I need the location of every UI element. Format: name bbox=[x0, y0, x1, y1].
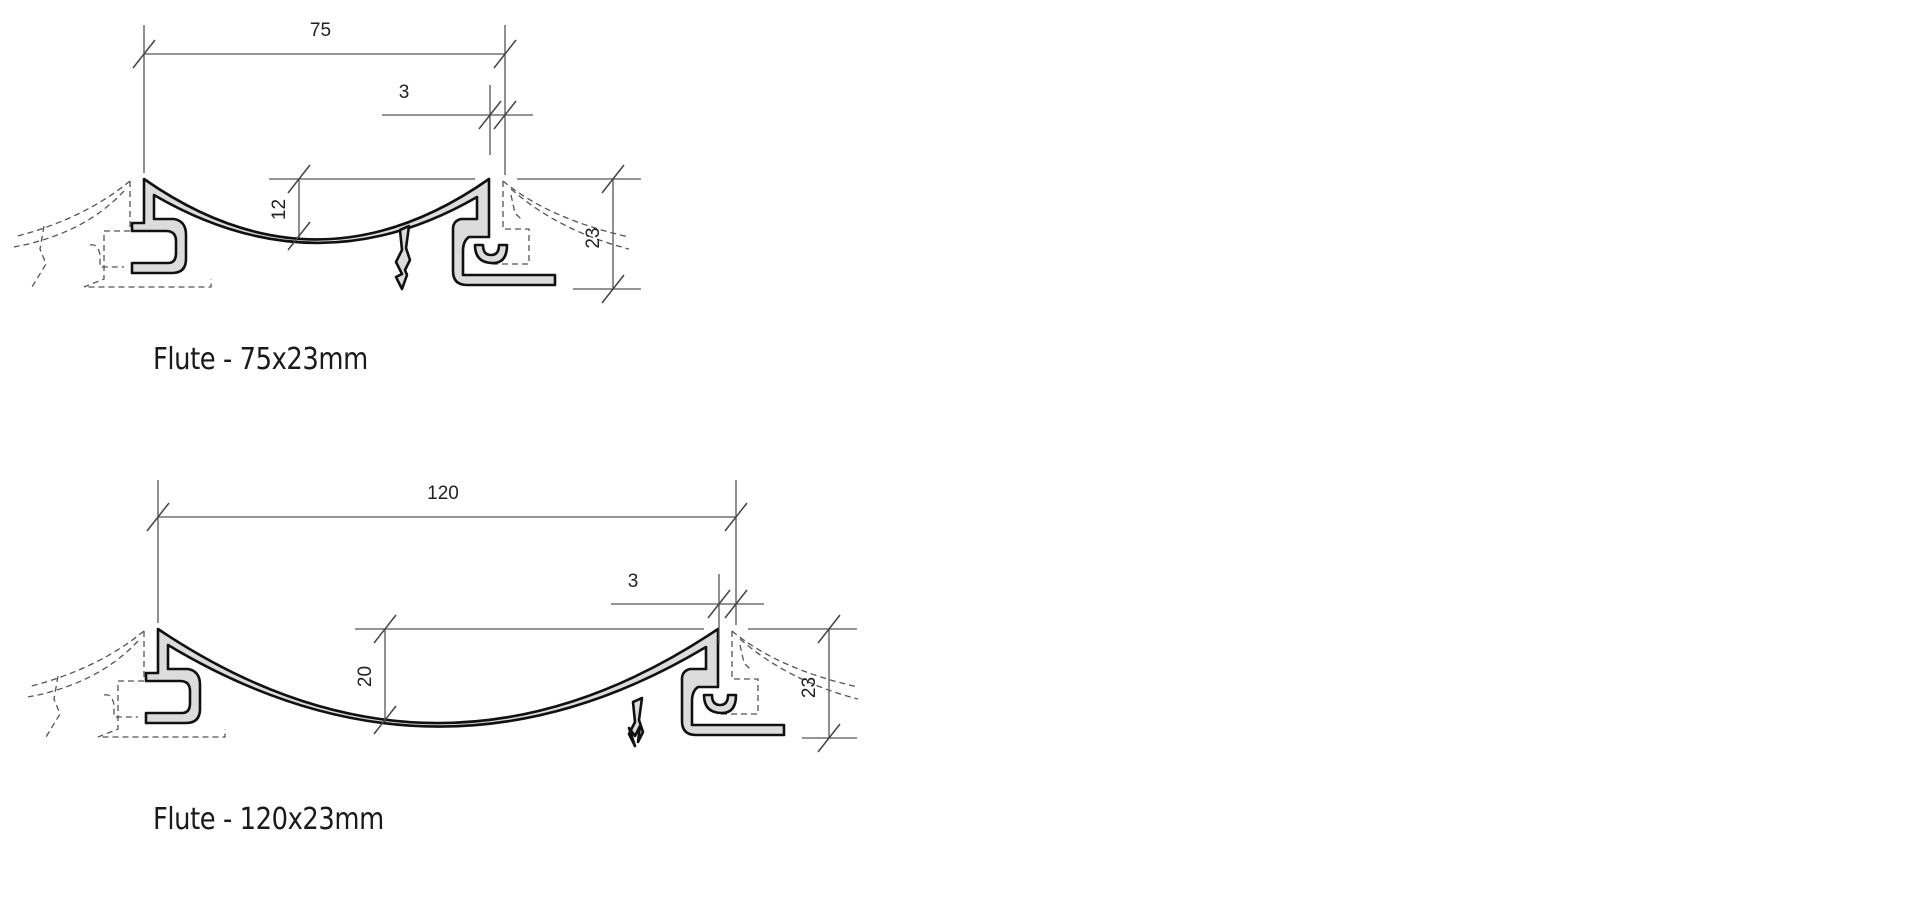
caption-flute-75: Flute - 75x23mm bbox=[153, 342, 368, 377]
depth-dimension-label: 12 bbox=[269, 199, 290, 220]
dimension-tick-mark bbox=[478, 100, 502, 130]
dimension-tick-mark bbox=[724, 589, 748, 619]
dimension-tick-mark bbox=[601, 274, 625, 304]
dimension-tick-mark bbox=[287, 221, 311, 251]
clip-hook bbox=[473, 243, 509, 265]
dimension-tick-mark bbox=[373, 705, 397, 735]
dimension-tick-mark bbox=[493, 39, 517, 69]
clip-hook bbox=[702, 693, 738, 715]
dimension-tick-mark bbox=[707, 589, 731, 619]
spine-rib bbox=[627, 696, 645, 748]
dimension-tick-mark bbox=[287, 164, 311, 194]
dimension-tick-mark bbox=[817, 723, 841, 753]
height-dimension-label: 23 bbox=[583, 227, 604, 248]
ghost-adjacent-profile-left bbox=[13, 180, 212, 288]
gap-dimension-label: 3 bbox=[399, 82, 410, 103]
flute-120-profile-drawing: 120 3 20 23 bbox=[27, 480, 859, 753]
spine-rib bbox=[394, 224, 412, 291]
gap-dimension-label: 3 bbox=[628, 571, 639, 592]
dimension-tick-mark bbox=[493, 100, 517, 130]
ghost-adjacent-profile-right bbox=[491, 180, 630, 265]
dimension-tick-mark bbox=[601, 164, 625, 194]
dimension-tick-mark bbox=[817, 614, 841, 644]
caption-flute-120: Flute - 120x23mm bbox=[153, 802, 384, 837]
dimension-tick-mark bbox=[724, 502, 748, 532]
width-dimension-label: 120 bbox=[427, 483, 459, 504]
dimension-tick-mark bbox=[146, 502, 170, 532]
flute-75-profile-drawing: 75 3 12 23 bbox=[13, 20, 641, 304]
dimension-tick-mark bbox=[373, 614, 397, 644]
flute-profile-section bbox=[130, 177, 557, 287]
ghost-adjacent-profile-left bbox=[27, 630, 226, 738]
dimension-tick-mark bbox=[132, 39, 156, 69]
height-dimension-label: 23 bbox=[799, 677, 820, 698]
width-dimension-label: 75 bbox=[310, 20, 331, 41]
flute-profile-section bbox=[144, 627, 786, 737]
depth-dimension-label: 20 bbox=[355, 666, 376, 687]
ghost-adjacent-profile-right bbox=[720, 630, 859, 715]
